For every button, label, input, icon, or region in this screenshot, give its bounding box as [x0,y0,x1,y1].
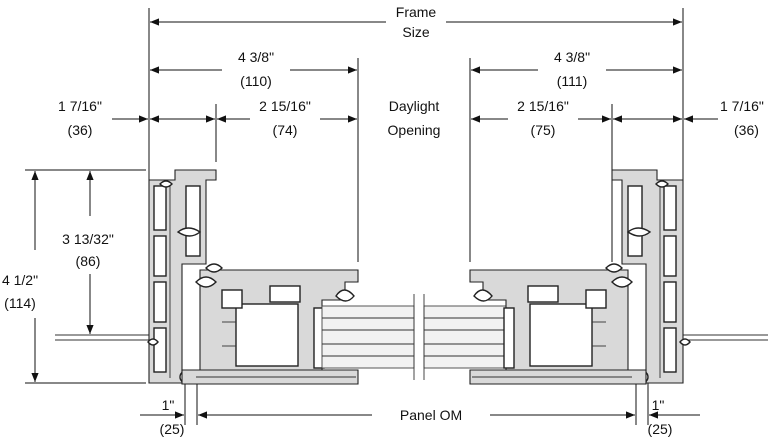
right-frame-profile [469,169,768,385]
label-panel-om: Panel OM [400,407,462,423]
label-daylight-1: Daylight [389,98,440,114]
label-height-total: 4 1/2" [2,272,38,288]
dimension-labels: Frame Size 4 3/8" (110) 4 3/8" (111) 1 7… [2,4,764,437]
dimension-lines [31,18,718,419]
label-daylight-2: Opening [388,122,441,138]
label-left-frame: 1 7/16" [58,98,102,114]
label-left-overall-mm: (110) [240,73,272,89]
left-frame-profile [55,169,359,385]
label-height-total-mm: (114) [4,295,36,311]
left-sash-profile [195,263,359,371]
label-left-frame-mm: (36) [68,122,93,138]
label-height-inner-mm: (86) [76,253,101,269]
label-left-sash-mm: (74) [273,122,298,138]
label-left-bottom: 1" [162,397,175,413]
label-right-bottom: 1" [652,397,665,413]
label-right-sash-mm: (75) [531,122,556,138]
label-right-sash: 2 15/16" [517,98,569,114]
label-right-overall-mm: (111) [557,73,588,89]
label-frame-size-2: Size [402,24,429,40]
label-right-frame-mm: (36) [734,122,759,138]
label-left-overall: 4 3/8" [238,49,274,65]
insulated-glass-unit [321,294,507,380]
label-right-frame: 1 7/16" [720,98,764,114]
label-left-bottom-mm: (25) [160,421,185,437]
right-sash-profile [469,263,633,371]
label-left-sash: 2 15/16" [259,98,311,114]
label-right-bottom-mm: (25) [648,421,673,437]
label-height-inner: 3 13/32" [62,231,114,247]
label-right-overall: 4 3/8" [554,49,590,65]
label-frame-size-1: Frame [396,4,437,20]
